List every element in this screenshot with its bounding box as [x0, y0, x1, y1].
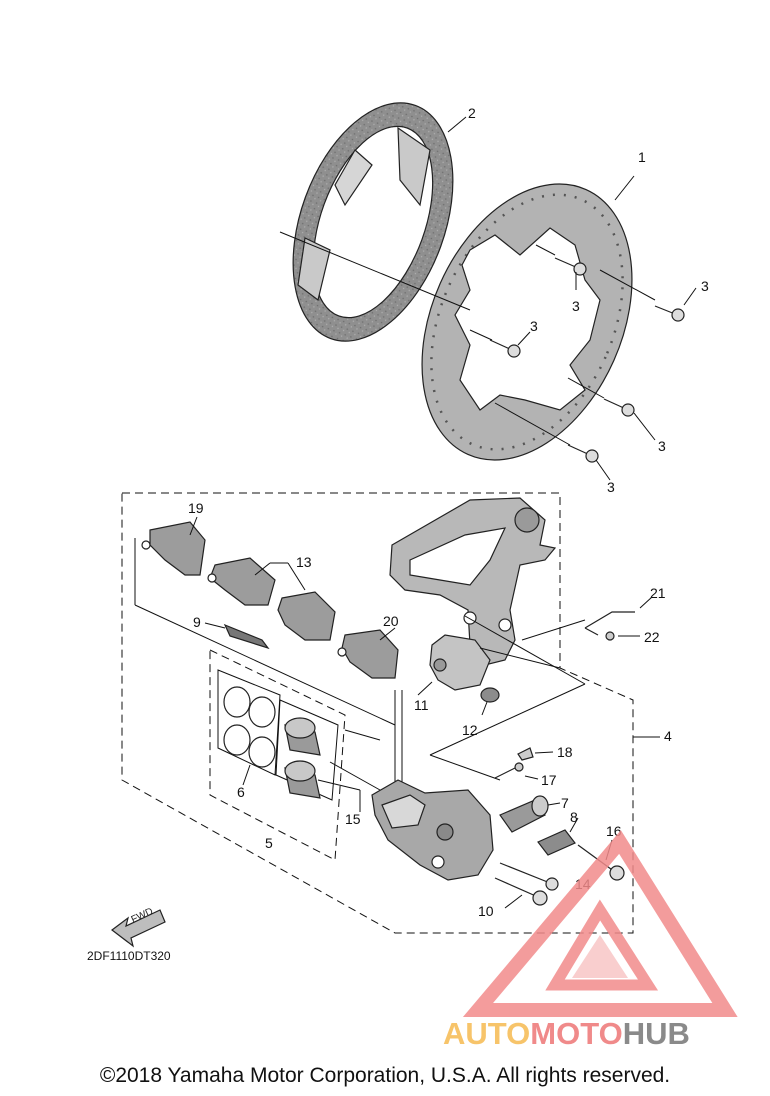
seal-kit-boundary [209, 649, 346, 861]
callout-22: 22 [644, 629, 660, 645]
callout-3c: 3 [530, 318, 538, 334]
seal-subset-boundary [217, 669, 281, 776]
caliper-bracket [389, 497, 557, 666]
pad-support [417, 634, 491, 696]
pistons [284, 717, 381, 799]
callout-3d: 3 [658, 438, 666, 454]
bleed-screw [494, 747, 554, 780]
callout-15: 15 [345, 811, 361, 827]
copyright-notice: ©2018 Yamaha Motor Corporation, U.S.A. A… [99, 1064, 671, 1087]
callout-6: 6 [237, 784, 245, 800]
piston-subset-boundary [275, 699, 339, 801]
callout-labels: 1 2 3 3 3 3 3 4 5 6 7 8 9 10 11 12 13 14… [188, 105, 709, 919]
callout-3e: 3 [607, 479, 615, 495]
callout-19: 19 [188, 500, 204, 516]
brake-pads [141, 516, 399, 679]
forward-arrow: FWD [111, 906, 166, 948]
callout-12: 12 [462, 722, 478, 738]
callout-9: 9 [193, 614, 201, 630]
callout-5: 5 [265, 835, 273, 851]
pad-spring [204, 622, 270, 650]
disc-cover [292, 102, 454, 342]
callout-1: 1 [638, 149, 646, 165]
disc-bolts [489, 257, 685, 463]
watermark-logo [462, 830, 738, 1017]
callout-21: 21 [650, 585, 666, 601]
caliper-assembly-boundary [121, 492, 634, 934]
callout-18: 18 [557, 744, 573, 760]
callout-7: 7 [561, 795, 569, 811]
callout-11: 11 [414, 697, 429, 713]
caliper-bolts [494, 839, 625, 909]
piston-seals [223, 686, 276, 786]
callout-13: 13 [296, 554, 312, 570]
callout-2: 2 [468, 105, 476, 121]
callout-3b: 3 [701, 278, 709, 294]
callout-20: 20 [383, 613, 399, 629]
callout-4: 4 [664, 728, 672, 744]
watermark-text: AUTOMOTOHUB [443, 1016, 690, 1051]
disc-leaders [279, 116, 697, 481]
diagram-code: 2DF1110DT320 [87, 949, 171, 963]
slide-pins [499, 795, 579, 856]
hose-guide [521, 596, 653, 641]
caliper-body [359, 779, 494, 881]
boot [480, 687, 500, 716]
callout-3a: 3 [572, 298, 580, 314]
callout-17: 17 [541, 772, 557, 788]
callout-8: 8 [570, 809, 578, 825]
callout-10: 10 [478, 903, 494, 919]
brake-disc [421, 183, 633, 461]
